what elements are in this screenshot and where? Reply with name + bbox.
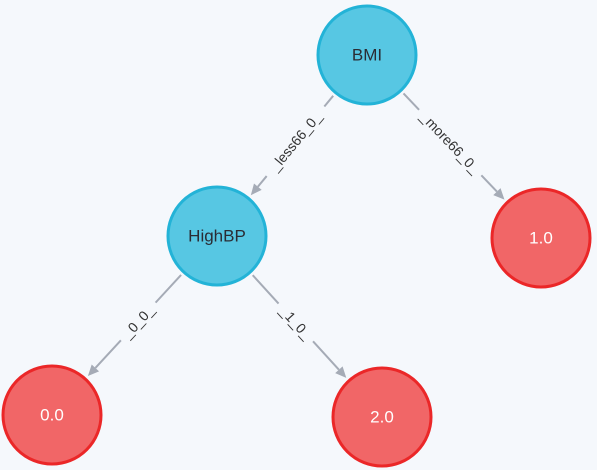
node-label: BMI <box>352 46 382 65</box>
decision-node-bmi[interactable]: BMI <box>316 4 418 106</box>
edge-label: _more66_0_ <box>417 108 484 177</box>
edge-label: _0_0_ <box>118 302 157 342</box>
edge-line-end <box>94 339 122 369</box>
edge-label: _less66_0_ <box>266 108 325 174</box>
leaf-node-leaf-1[interactable]: 1.0 <box>490 187 592 289</box>
nodes-layer: BMI HighBP 1.0 0.0 2.0 <box>1 4 592 468</box>
node-circle <box>331 366 433 468</box>
node-circle <box>316 4 418 106</box>
edge-arrowhead <box>493 188 505 200</box>
edge-line-end <box>257 175 268 188</box>
node-label: 0.0 <box>40 406 64 425</box>
edge-arrowhead <box>250 183 262 196</box>
edge-bmi-to-leaf-1: _more66_0_ <box>402 92 505 200</box>
edge-highbp-to-leaf-0: _0_0_ <box>87 274 182 377</box>
edge-line-start <box>402 92 420 111</box>
edge-bmi-to-highbp: _less66_0_ <box>250 95 334 196</box>
edge-label: _1_0_ <box>276 302 315 342</box>
edge-arrowhead <box>87 364 100 377</box>
decision-node-highbp[interactable]: HighBP <box>166 185 268 287</box>
leaf-node-leaf-0[interactable]: 0.0 <box>1 364 103 466</box>
edge-line-end <box>480 174 498 193</box>
node-label: HighBP <box>188 227 246 246</box>
node-circle <box>1 364 103 466</box>
edge-line-start <box>251 274 280 305</box>
leaf-node-leaf-2[interactable]: 2.0 <box>331 366 433 468</box>
edges-layer: _less66_0_ _more66_0_ _0_0_ _1_0_ <box>87 92 505 378</box>
edge-arrowhead <box>335 366 347 378</box>
edge-line-start <box>323 95 334 108</box>
node-circle <box>166 185 268 287</box>
node-circle <box>490 187 592 289</box>
edge-line-start <box>154 274 182 304</box>
node-label: 1.0 <box>529 229 553 248</box>
node-label: 2.0 <box>370 408 394 427</box>
edge-line-end <box>312 340 340 371</box>
edge-highbp-to-leaf-2: _1_0_ <box>251 274 347 378</box>
